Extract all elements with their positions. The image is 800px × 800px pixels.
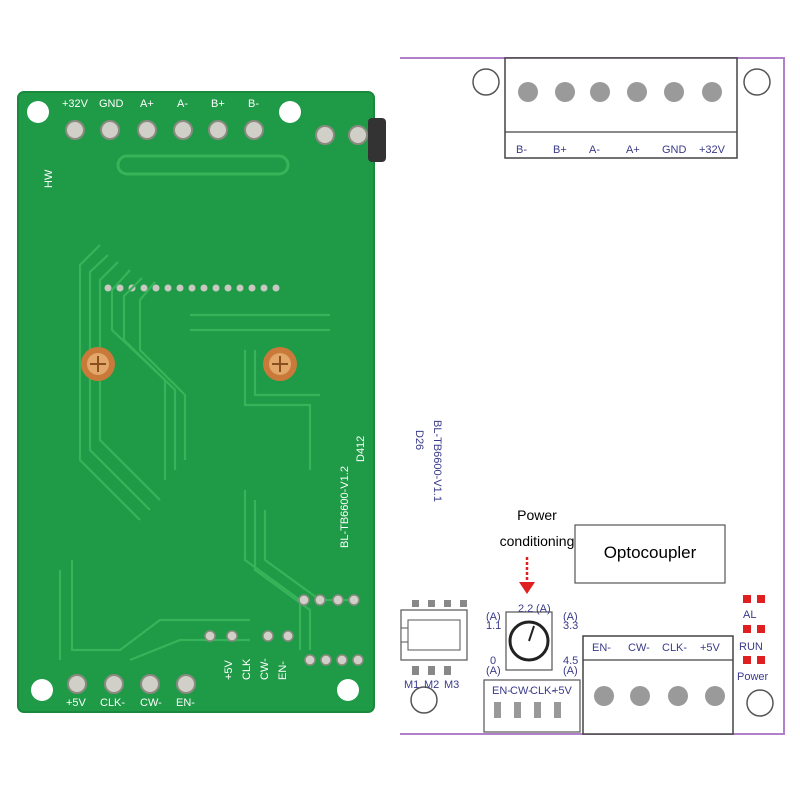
pot-unit-0: (A) (486, 665, 501, 677)
dip-label-m2: M2 (424, 679, 439, 691)
diagram-mirrored-model: BL-TB6600-V1.1 (431, 420, 443, 502)
mounting-hole-bottom-right (337, 679, 359, 701)
header-pads (204, 594, 364, 666)
diagram-label-5v: +5V (700, 642, 721, 654)
dip-switch (400, 600, 468, 675)
diagram-label-cw: CW- (628, 642, 650, 654)
screw-right (263, 347, 297, 381)
pot-unit-4-5: (A) (563, 665, 578, 677)
pcb-board (17, 91, 375, 713)
callout-line-1: Power (517, 507, 557, 523)
pcb-model-label: BL-TB6600-V1.2 (339, 466, 351, 548)
diagram-top-screws (518, 82, 722, 102)
ic-pin-row (104, 284, 280, 292)
led-power (743, 656, 765, 664)
top-terminal-pads (65, 120, 368, 145)
diagram-label-gnd: GND (662, 144, 687, 156)
mounting-hole-top-left (27, 101, 49, 123)
diagram-hole-br (746, 689, 774, 717)
pcb-label-a-plus: A+ (140, 98, 154, 110)
diagram-bottom-terminal-block (582, 635, 734, 735)
pcb-label-b-plus: B+ (211, 98, 225, 110)
pot-value-2-2: 2.2 (518, 603, 533, 615)
diagram-label-a-minus: A- (589, 144, 600, 156)
mini-header (483, 679, 581, 733)
diagram-label-32v: +32V (699, 144, 726, 156)
led-run (743, 625, 765, 633)
pcb-label-b-minus: B- (248, 98, 259, 110)
led-al (743, 595, 765, 603)
screw-left (81, 347, 115, 381)
mini-header-en: EN- (492, 685, 511, 697)
pot-unit-3-3: (A) (563, 611, 578, 623)
diagram-hole-tl (472, 68, 500, 96)
pcb-label-5v: +5V (66, 697, 87, 709)
pot-unit-1-1: (A) (486, 611, 501, 623)
led-label-power: Power (737, 671, 769, 683)
pot-value-3-3: 3.3 (563, 620, 578, 632)
diagram-bottom-screws (594, 686, 725, 706)
pcb-label-a-minus: A- (177, 98, 188, 110)
pcb-header-5v: +5V (223, 659, 235, 680)
pcb-slot (116, 154, 290, 176)
mini-header-5v: +5V (552, 685, 573, 697)
pcb-photo: +32V GND A+ A- B+ B- HW (17, 91, 386, 713)
optocoupler-box (574, 524, 726, 584)
diagram-label-en: EN- (592, 642, 611, 654)
mounting-hole-bottom-left (31, 679, 53, 701)
led-label-al: AL (743, 609, 756, 621)
diagram-label-b-plus: B+ (553, 144, 567, 156)
board-diagram: B- B+ A- A+ GND +32V BL-TB6600-V1.1 D26 … (400, 57, 785, 735)
optocoupler-label: Optocoupler (604, 543, 697, 562)
pcb-header-cw: CW- (259, 658, 271, 680)
pcb-code-label: D412 (355, 436, 367, 462)
callout-arrow (519, 557, 535, 594)
pcb-label-en: EN- (176, 697, 195, 709)
pot-value-4-5: 4.5 (563, 655, 578, 667)
pcb-label-32v: +32V (62, 98, 89, 110)
mounting-hole-top-right (279, 101, 301, 123)
pcb-header-clk: CLK (241, 658, 253, 680)
diagram-label-b-minus: B- (516, 144, 527, 156)
diagram-hole-tr (743, 68, 771, 96)
pcb-header-en: EN- (277, 661, 289, 680)
pcb-label-cw: CW- (140, 697, 162, 709)
pot-unit-2-2: (A) (536, 603, 551, 615)
diagram-label-a-plus: A+ (626, 144, 640, 156)
pcb-label-clk: CLK- (100, 697, 125, 709)
dip-label-m3: M3 (444, 679, 459, 691)
diagram-label-clk: CLK- (662, 642, 687, 654)
bottom-terminal-pads (67, 674, 196, 694)
diagram-top-terminal-block (504, 57, 738, 159)
pot-value-1-1: 1.1 (486, 620, 501, 632)
callout-line-2: conditioning (500, 533, 575, 549)
diagram-hole-bl (410, 686, 438, 714)
led-label-run: RUN (739, 641, 763, 653)
mini-header-cw: CW- (510, 685, 532, 697)
pcb-label-gnd: GND (99, 98, 124, 110)
pcb-traces (58, 244, 350, 662)
diagram-mirrored-code: D26 (413, 430, 425, 450)
side-connector (368, 118, 386, 162)
pcb-hw-label: HW (43, 169, 55, 188)
pot-value-0: 0 (490, 655, 496, 667)
dip-label-m1: M1 (404, 679, 419, 691)
mini-header-clk: CLK- (530, 685, 555, 697)
